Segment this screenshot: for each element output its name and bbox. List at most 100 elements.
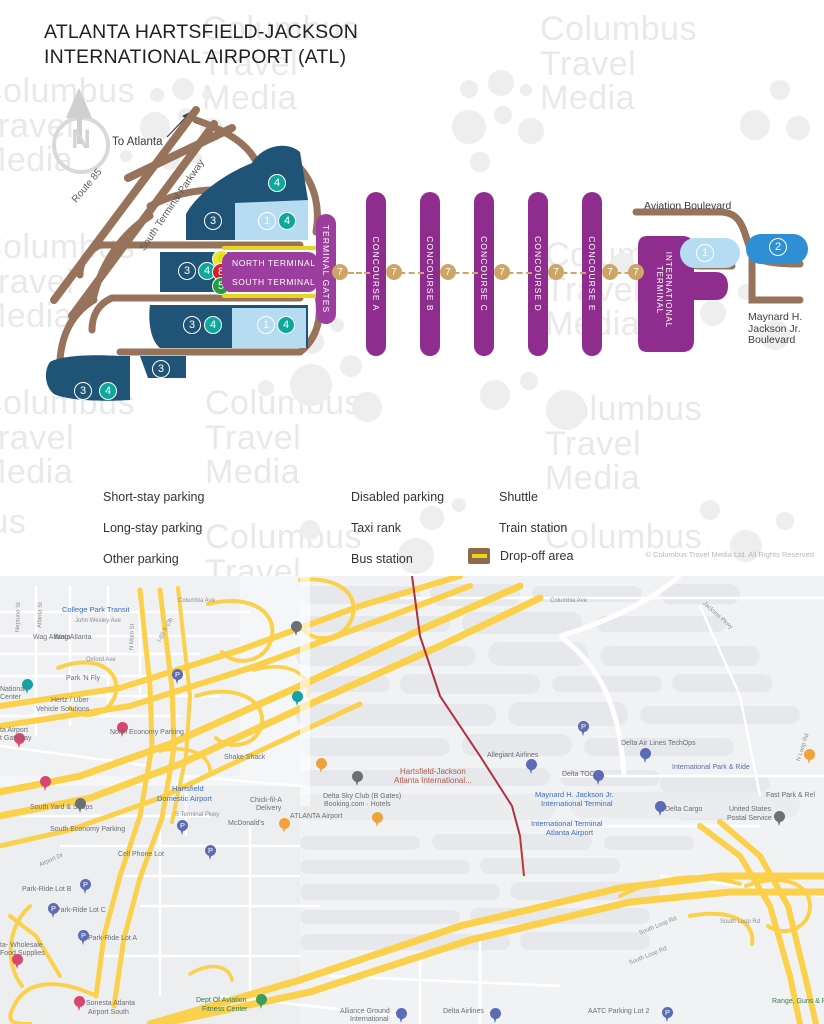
map-pin-icon[interactable] — [655, 801, 666, 816]
map-label: Oxford Ave — [86, 657, 116, 663]
map-pin-icon[interactable] — [372, 812, 383, 827]
map-badge-other-parking[interactable]: 3 — [178, 262, 196, 280]
map-badge-other-parking[interactable]: 3 — [204, 212, 222, 230]
map-pin-icon[interactable]: P — [78, 930, 89, 945]
legend-item-disabled-parking[interactable]: 4 Disabled parking — [320, 486, 444, 507]
map-badge-disabled-parking[interactable]: 4 — [277, 316, 295, 334]
map-label: Alliance Ground — [340, 1008, 390, 1015]
legend-item-train-station[interactable]: 8 Train station — [468, 517, 567, 538]
terminal-north-south-block[interactable] — [222, 252, 318, 292]
map-pin-icon[interactable] — [316, 758, 327, 773]
map-pin-icon[interactable]: P — [48, 903, 59, 918]
map-pin-icon[interactable]: P — [80, 879, 91, 894]
concourse-a[interactable]: CONCOURSE A — [366, 192, 386, 356]
map-pin-icon[interactable] — [490, 1008, 501, 1023]
shuttle-marker[interactable]: 7 — [440, 264, 456, 280]
north-terminal-label: NORTH TERMINAL — [232, 258, 316, 268]
map-pin-icon[interactable] — [804, 749, 815, 764]
map-label: Fast Park & Rel — [766, 792, 816, 799]
legend-item-long-stay-parking[interactable]: 2 Long-stay parking — [72, 517, 202, 538]
terminal-gates-block[interactable]: TERMINAL GATES — [316, 214, 336, 324]
map-label: North Economy Parking — [110, 729, 184, 736]
international-terminal-shape[interactable] — [638, 228, 728, 358]
map-pin-icon[interactable] — [14, 733, 25, 748]
map-label: Hartsfield-Jackson — [400, 767, 466, 776]
map-badge-short-stay-parking[interactable]: 1 — [258, 212, 276, 230]
map-pin-icon[interactable] — [352, 771, 363, 786]
shuttle-marker[interactable]: 7 — [548, 264, 564, 280]
map-pin-icon[interactable] — [12, 954, 23, 969]
map-label: College Park Transit — [62, 605, 130, 614]
concourse-e[interactable]: CONCOURSE E — [582, 192, 602, 356]
shuttle-marker[interactable]: 7 — [332, 264, 348, 280]
concourse-d-label: CONCOURSE D — [533, 236, 543, 312]
map-pin-icon[interactable] — [279, 818, 290, 833]
map-pin-icon[interactable] — [396, 1008, 407, 1023]
legend-item-other-parking[interactable]: 3 Other parking — [72, 548, 178, 569]
map-street-label: Atlanta St — [36, 602, 44, 629]
map-badge-other-parking[interactable]: 3 — [183, 316, 201, 334]
legend-badge-4: 4 — [327, 490, 334, 503]
legend-label-8: Train station — [499, 520, 568, 535]
map-badge-other-parking[interactable]: 3 — [152, 360, 170, 378]
legend-item-dropoff-area[interactable]: Drop-off area — [468, 548, 573, 564]
concourse-c[interactable]: CONCOURSE C — [474, 192, 494, 356]
map-pin-icon[interactable] — [256, 994, 267, 1009]
map-label: Park-Ride Lot C — [56, 907, 106, 914]
concourse-d[interactable]: CONCOURSE D — [528, 192, 548, 356]
map-badge-disabled-parking[interactable]: 4 — [204, 316, 222, 334]
map-badge-short-stay-parking[interactable]: 1 — [257, 316, 275, 334]
legend-label-5: Taxi rank — [351, 520, 402, 535]
legend-item-taxi-rank[interactable]: 5 Taxi rank — [320, 517, 401, 538]
shuttle-marker[interactable]: 7 — [386, 264, 402, 280]
map-pin-icon[interactable]: P — [177, 820, 188, 835]
legend-label-6: Bus station — [351, 551, 413, 566]
map-pin-icon[interactable] — [640, 748, 651, 763]
map-label: Columbia Ave — [178, 598, 215, 604]
legend-item-shuttle[interactable]: 7 Shuttle — [468, 486, 537, 507]
map-badge-long-stay-parking-intl[interactable]: 2 — [769, 238, 787, 256]
shuttle-marker[interactable]: 7 — [628, 264, 644, 280]
concourse-b[interactable]: CONCOURSE B — [420, 192, 440, 356]
map-label: John Wesley Ave — [75, 618, 121, 624]
map-label: Food Supplies — [0, 950, 45, 957]
map-badge-short-stay-parking-intl[interactable]: 1 — [696, 244, 714, 262]
shuttle-route-dash — [498, 272, 532, 274]
map-pin-icon[interactable] — [774, 811, 785, 826]
map-label: Postal Service — [727, 815, 772, 822]
map-pin-icon[interactable] — [75, 798, 86, 813]
map-badge-other-parking[interactable]: 3 — [74, 382, 92, 400]
map-badge-disabled-parking[interactable]: 4 — [278, 212, 296, 230]
map-label: McDonald's — [228, 820, 265, 827]
map-label: Park-Ride Lot B — [22, 886, 72, 893]
map-pin-icon[interactable] — [292, 691, 303, 706]
compass-north-label: N — [71, 124, 91, 154]
map-label: Atlanta International... — [394, 776, 472, 785]
map-badge-disabled-parking[interactable]: 4 — [268, 174, 286, 192]
map-label: Maynard H. Jackson Jr. — [535, 790, 614, 799]
map-pin-icon[interactable] — [74, 996, 85, 1011]
map-pin-icon[interactable] — [22, 679, 33, 694]
map-label: Delta Sky Club (B Gates) — [323, 793, 402, 800]
map-badge-disabled-parking[interactable]: 4 — [99, 382, 117, 400]
shuttle-marker[interactable]: 7 — [602, 264, 618, 280]
map-pin-icon[interactable] — [117, 722, 128, 737]
map-pin-icon[interactable]: P — [172, 669, 183, 684]
shuttle-marker[interactable]: 7 — [494, 264, 510, 280]
terminal-gates-label: TERMINAL GATES — [321, 224, 331, 314]
legend-item-bus-station[interactable]: 6 Bus station — [320, 548, 413, 569]
map-label: South Loop Rd — [720, 919, 761, 925]
maynard-boulevard-label: Maynard H. Jackson Jr. Boulevard — [748, 311, 803, 346]
map-label: Allegiant Airlines — [487, 752, 539, 759]
map-pin-icon[interactable]: P — [578, 721, 589, 736]
map-pin-icon[interactable]: P — [662, 1007, 673, 1022]
map-pin-icon[interactable] — [593, 770, 604, 785]
map-label: Dept Of Aviation — [196, 997, 247, 1004]
legend-item-short-stay-parking[interactable]: 1 Short-stay parking — [72, 486, 204, 507]
map-pin-icon[interactable] — [291, 621, 302, 636]
map-pin-icon[interactable] — [40, 776, 51, 791]
shuttle-route-dash — [390, 272, 424, 274]
map-pin-icon[interactable]: P — [205, 845, 216, 860]
map-pin-icon[interactable] — [526, 759, 537, 774]
